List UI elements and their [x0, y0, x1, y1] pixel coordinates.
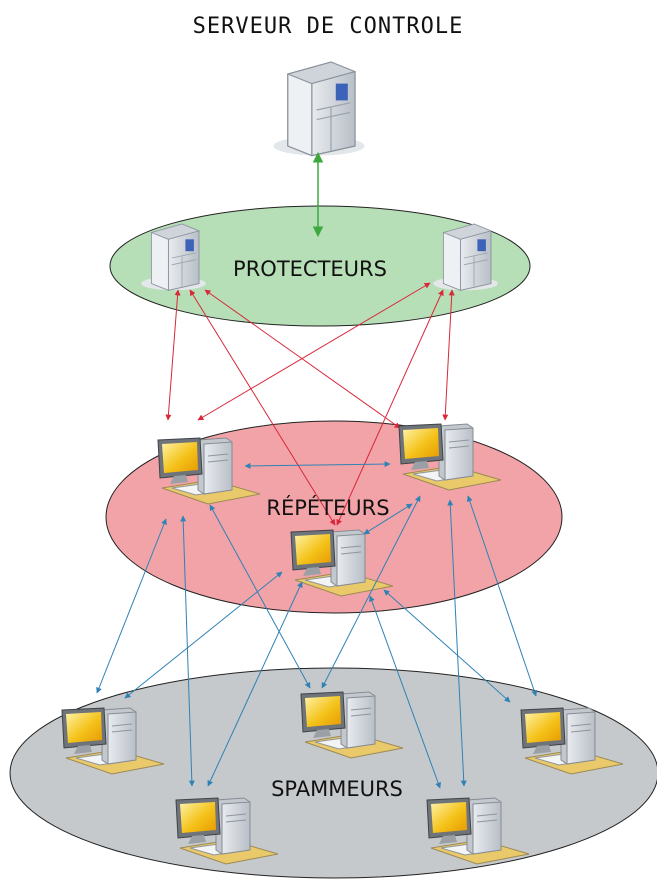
relay-arrow: [207, 581, 303, 787]
spammeurs-label: SPAMMEURS: [271, 777, 403, 801]
protect-arrow: [165, 289, 181, 421]
relay-arrow: [321, 495, 421, 689]
relay-arrow: [447, 499, 467, 787]
control-server-icon: [272, 61, 366, 157]
protect-arrow: [336, 289, 444, 526]
protect-arrows: [165, 282, 455, 526]
relay-arrow: [466, 495, 538, 697]
diagram-title: SERVEUR DE CONTROLE: [193, 14, 464, 39]
relay-arrows: [96, 461, 538, 789]
protect-arrow: [442, 289, 455, 421]
relay-arrow: [244, 461, 391, 469]
protecteurs-label: PROTECTEURS: [233, 257, 387, 281]
repeteurs-label: RÉPÉTEURS: [266, 495, 389, 520]
